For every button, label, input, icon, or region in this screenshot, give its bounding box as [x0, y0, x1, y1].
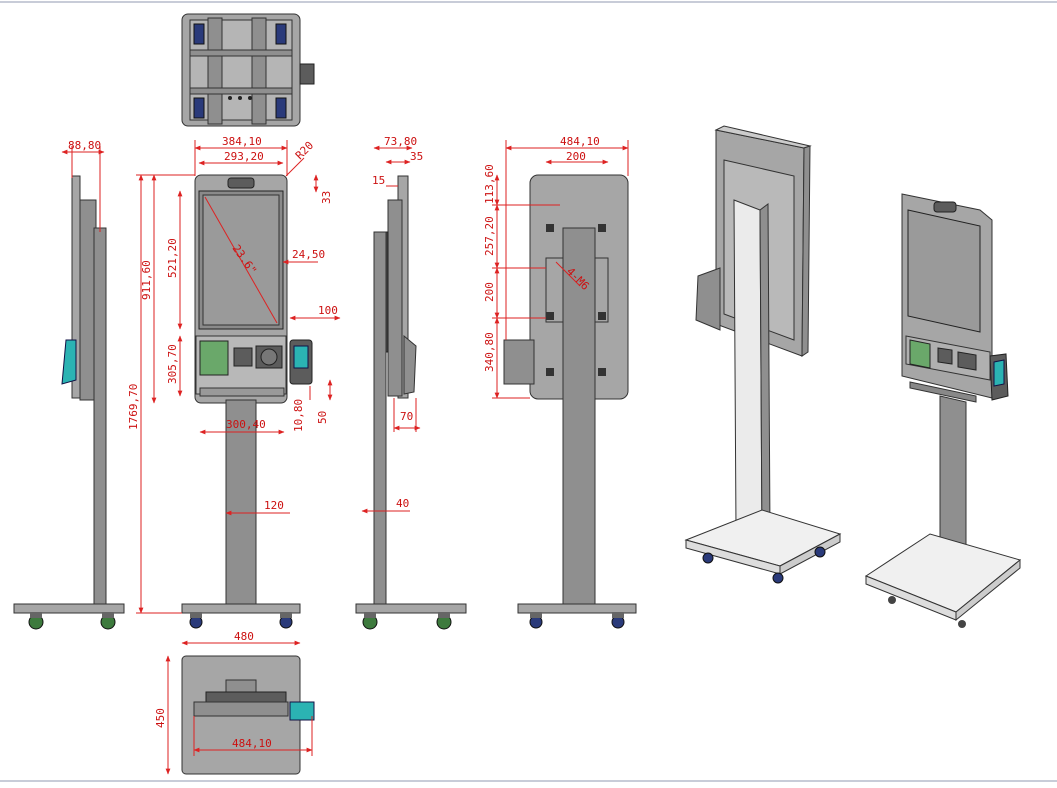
dim-label: R20 [293, 139, 316, 162]
dim-label: 120 [264, 499, 284, 512]
dim-label: 73,80 [384, 135, 417, 148]
dim-label: 100 [318, 304, 338, 317]
dim-label: 521,20 [166, 238, 179, 278]
dim-left-depth: 88,80 [61, 139, 105, 232]
dim-label: 33 [320, 191, 333, 204]
dim-label: 293,20 [224, 150, 264, 163]
dim-label: 24,50 [292, 248, 325, 261]
dim-label: 480 [234, 630, 254, 643]
dim-label: 340,80 [483, 332, 496, 372]
dim-label: 50 [316, 411, 329, 424]
right-side-dimensions: 73,80 35 15 70 40 [361, 135, 423, 514]
base-top-view [181, 655, 315, 775]
dim-label: 305,70 [166, 344, 179, 384]
dim-label: 384,10 [222, 135, 262, 148]
dim-label: 15 [372, 174, 385, 187]
top-plan-view [181, 13, 315, 127]
dim-label: 40 [396, 497, 409, 510]
dim-label: 257,20 [483, 216, 496, 256]
back-view [503, 174, 637, 629]
dim-label: 88,80 [68, 139, 101, 152]
dim-label: 113,60 [483, 164, 496, 204]
dim-label: 35 [410, 150, 423, 163]
right-side-view [355, 175, 467, 630]
dim-label: 200 [566, 150, 586, 163]
isometric-back-view [684, 125, 842, 584]
dim-label: 911,60 [140, 260, 153, 300]
isometric-front-view [864, 193, 1022, 628]
left-side-view [13, 175, 125, 630]
dim-label: 200 [483, 282, 496, 302]
dim-label: 70 [400, 410, 413, 423]
base-top-dimensions: 480 450 484,10 [154, 630, 313, 775]
front-view [181, 174, 313, 629]
dim-label: 300,40 [226, 418, 266, 431]
dim-label: 450 [154, 708, 167, 728]
dim-label: 1769,70 [127, 384, 140, 430]
dim-label: 484,10 [232, 737, 272, 750]
dim-label: 484,10 [560, 135, 600, 148]
dim-label: 10,80 [292, 399, 305, 432]
